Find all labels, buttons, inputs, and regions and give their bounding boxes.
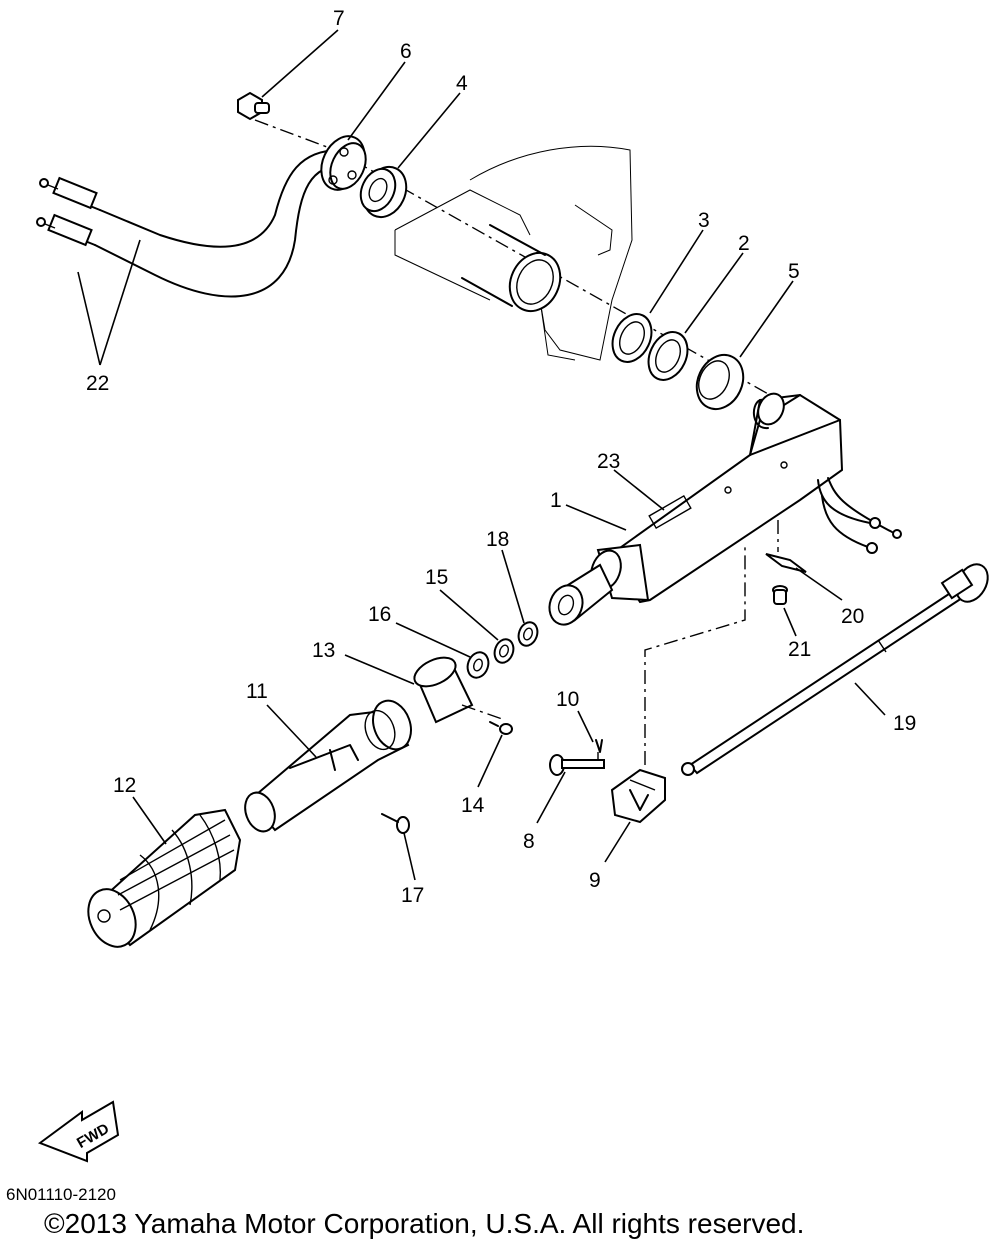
part-2-wave-washer-inner — [655, 339, 681, 373]
assembly-line-9 — [644, 545, 746, 765]
assembly-line-13 — [461, 704, 506, 721]
callout-7: 7 — [333, 7, 345, 30]
part-4-bushing — [359, 165, 408, 219]
callout-23: 23 — [597, 450, 620, 473]
callout-13: 13 — [312, 639, 335, 662]
part-14-screw — [489, 721, 513, 735]
callout-18: 18 — [486, 528, 509, 551]
part-15-spring — [493, 638, 515, 664]
part-17-screw — [381, 813, 410, 834]
callout-21: 21 — [788, 638, 811, 661]
callout-4: 4 — [456, 72, 468, 95]
callout-16: 16 — [368, 603, 391, 626]
callout-1: 1 — [550, 489, 562, 512]
part-10-cotter-pin — [595, 739, 603, 760]
callout-14: 14 — [461, 794, 485, 817]
copyright-notice: ©2013 Yamaha Motor Corporation, U.S.A. A… — [44, 1208, 805, 1239]
fwd-arrow: FWD — [37, 1100, 120, 1163]
part-5-bushing — [695, 353, 745, 411]
leader-lines — [77, 29, 886, 881]
callout-22: 22 — [86, 372, 109, 395]
part-1-steering-handle — [548, 392, 902, 626]
part-19-shift-rod — [681, 563, 989, 776]
callout-12: 12 — [113, 774, 136, 797]
part-7-bolt — [237, 91, 270, 121]
part-8-pin — [549, 754, 605, 776]
part-6-bracket-plate — [320, 135, 367, 191]
drawing-code: 6N01110-2120 — [6, 1185, 116, 1204]
part-20-plate — [765, 553, 807, 573]
callout-10: 10 — [556, 688, 579, 711]
callout-2: 2 — [738, 232, 750, 255]
callout-11: 11 — [246, 680, 268, 703]
callout-17: 17 — [401, 884, 424, 907]
callout-labels: 7 6 4 3 2 5 22 23 1 18 15 16 20 13 21 11… — [86, 7, 916, 907]
part-5-bushing-inner — [698, 360, 730, 400]
callout-15: 15 — [425, 566, 448, 589]
part-3-washer-inner — [619, 321, 645, 355]
callout-3: 3 — [698, 209, 710, 232]
callout-19: 19 — [893, 712, 916, 735]
callout-6: 6 — [400, 40, 412, 63]
part-16-washer — [466, 651, 490, 679]
part-3-washer — [611, 313, 653, 363]
part-13-collar — [413, 656, 474, 724]
part-12-grip — [87, 808, 242, 948]
part-2-wave-washer — [647, 331, 689, 381]
callout-9: 9 — [589, 869, 601, 892]
engine-outline — [394, 145, 633, 361]
part-11-throttle-shaft — [244, 699, 412, 833]
part-22-throttle-cables — [36, 149, 346, 298]
callout-8: 8 — [523, 830, 535, 853]
callout-20: 20 — [841, 605, 864, 628]
callout-5: 5 — [788, 260, 800, 283]
part-21-screw — [772, 585, 788, 605]
mount-bore — [461, 224, 562, 313]
part-9-clip — [610, 768, 666, 824]
part-18-bushing — [517, 621, 539, 647]
